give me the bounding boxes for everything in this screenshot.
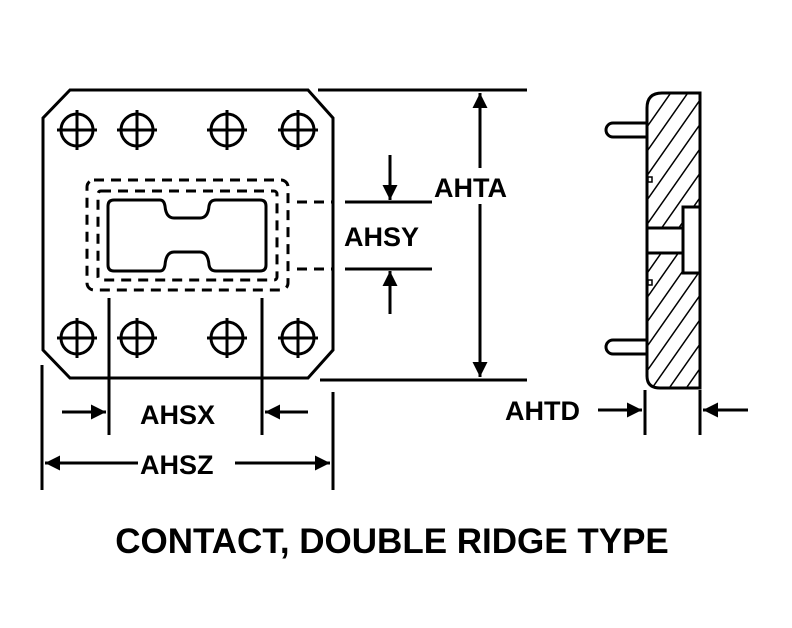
mounting-hole-icon: [207, 318, 247, 358]
front-view: [41, 88, 335, 435]
ahsz-label: AHSZ: [140, 450, 214, 480]
ahtd-label: AHTD: [505, 396, 580, 426]
pin-top: [604, 121, 647, 139]
mounting-hole-icon: [57, 110, 97, 150]
outer-dashed-outline: [85, 178, 290, 292]
double-ridge-aperture: [106, 198, 268, 273]
diagram-title: CONTACT, DOUBLE RIDGE TYPE: [115, 522, 669, 561]
mounting-hole-icon: [117, 110, 157, 150]
mounting-hole-icon: [117, 318, 157, 358]
ahta-dimension: AHTA: [318, 88, 527, 382]
mounting-hole-icon: [278, 110, 318, 150]
mounting-hole-icon: [207, 110, 247, 150]
mounting-hole-icon: [278, 318, 318, 358]
ahsx-label: AHSX: [140, 400, 215, 430]
mounting-holes: [57, 110, 318, 358]
inner-dashed-outline: [96, 189, 279, 282]
ahsz-dimension: AHSZ: [40, 365, 335, 490]
plate-outline: [41, 88, 335, 380]
ahsy-dimension: AHSY: [297, 155, 432, 314]
mounting-hole-icon: [57, 318, 97, 358]
side-section-view: [604, 91, 702, 390]
ahtd-dimension: AHTD: [505, 390, 748, 435]
ahta-label: AHTA: [434, 173, 507, 203]
ahsx-dimension: AHSX: [62, 400, 308, 430]
ahsy-label: AHSY: [344, 222, 419, 252]
pin-bottom: [604, 338, 647, 356]
